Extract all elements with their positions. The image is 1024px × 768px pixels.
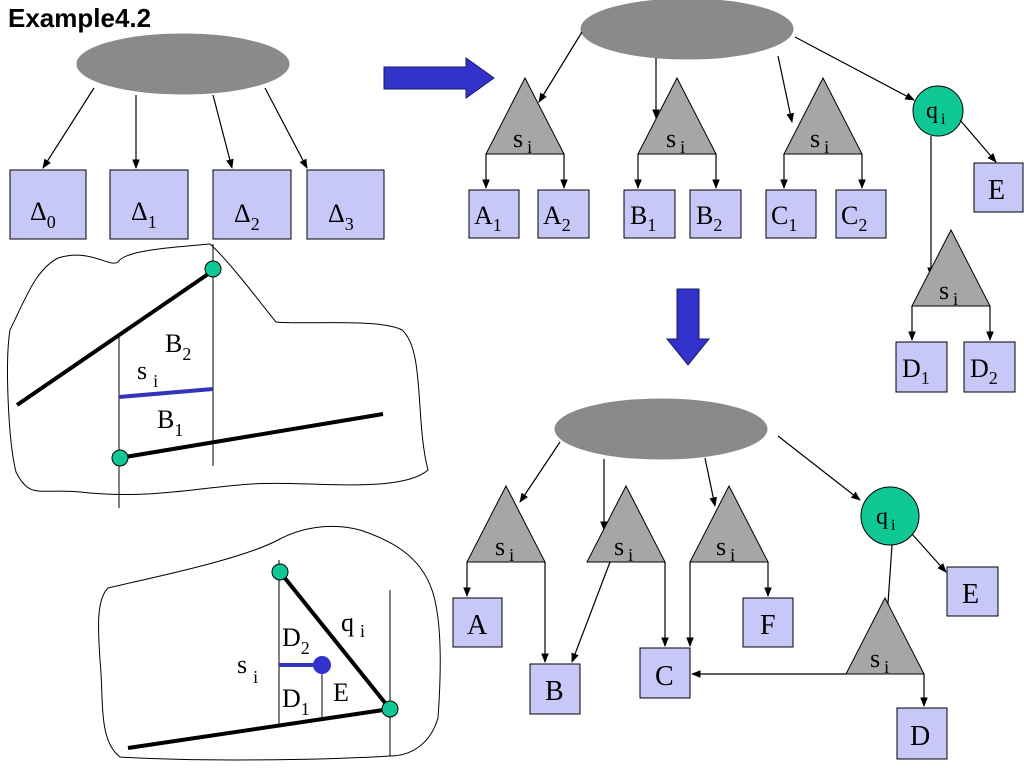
svg-text:F: F	[760, 610, 776, 641]
down-arrow-icon	[665, 288, 711, 366]
svg-text:qi: qi	[876, 504, 896, 534]
svg-text:si: si	[495, 532, 514, 565]
svg-text:D: D	[910, 721, 930, 752]
delta-1-box: Δ1	[109, 169, 189, 240]
root-oval-2	[580, 0, 794, 60]
endpoint-q-bottom	[381, 700, 399, 718]
delta-2-box: Δ2	[212, 169, 292, 240]
leaf-D: D	[896, 707, 948, 760]
svg-text:Δ1: Δ1	[131, 197, 157, 232]
svg-text:B1: B1	[630, 201, 656, 235]
svg-text:si: si	[716, 532, 735, 565]
leaf-D2: D2	[963, 341, 1016, 393]
svg-text:A: A	[467, 610, 488, 641]
svg-text:C1: C1	[771, 201, 797, 235]
svg-text:C2: C2	[841, 201, 867, 235]
leaf-A: A	[452, 597, 503, 648]
leaf-D1: D1	[895, 341, 948, 393]
bottom-segment	[127, 707, 391, 750]
leaf-A1: A1	[468, 189, 520, 239]
leaf-E-bottom: E	[946, 566, 999, 617]
endpoint-top	[204, 260, 222, 278]
delta-tree: Δ0 Δ1 Δ2 Δ3	[9, 33, 385, 240]
svg-text:D2: D2	[970, 354, 998, 388]
svg-text:A1: A1	[474, 201, 502, 235]
leaf-B2: B2	[689, 189, 742, 239]
leaf-B1: B1	[623, 189, 676, 239]
region-1-outline	[7, 243, 429, 496]
svg-text:B: B	[545, 676, 564, 707]
endpoint-bottom	[111, 449, 129, 467]
svg-text:E: E	[962, 579, 979, 610]
svg-text:si: si	[614, 532, 633, 565]
qi-segment	[278, 570, 392, 711]
leaf-E-top: E	[973, 162, 1024, 213]
leaf-C2: C2	[835, 189, 887, 239]
label-B1: B1	[157, 405, 183, 440]
label-D1: D1	[282, 684, 310, 719]
svg-text:Δ0: Δ0	[30, 197, 56, 232]
svg-text:A2: A2	[543, 201, 571, 235]
leaf-F: F	[742, 597, 794, 648]
svg-text:si: si	[513, 124, 532, 157]
right-arrow-icon	[383, 57, 495, 99]
label-D2: D2	[282, 623, 310, 658]
svg-text:C: C	[655, 661, 674, 692]
endpoint-q-top	[271, 563, 289, 581]
svg-text:qi: qi	[926, 98, 946, 128]
svg-text:B2: B2	[696, 201, 722, 235]
svg-text:E: E	[988, 175, 1005, 206]
query-point	[313, 656, 331, 674]
upper-segment	[15, 268, 216, 407]
svg-text:Δ2: Δ2	[234, 199, 260, 234]
page-title: Example4.2	[8, 3, 151, 33]
svg-text:Δ3: Δ3	[328, 199, 354, 234]
svg-text:D1: D1	[902, 354, 930, 388]
root-oval-3	[554, 398, 768, 460]
leaf-A2: A2	[537, 189, 590, 239]
root-oval	[76, 33, 290, 95]
delta-3-box: Δ3	[306, 169, 385, 240]
si-segment-1	[118, 387, 214, 399]
svg-text:si: si	[939, 276, 958, 309]
leaf-C: C	[639, 647, 691, 699]
svg-text:si: si	[666, 124, 685, 157]
leaf-C1: C1	[765, 189, 817, 239]
svg-text:si: si	[870, 644, 889, 677]
label-E: E	[333, 678, 349, 707]
region-2-outline	[98, 525, 441, 761]
svg-text:si: si	[810, 124, 829, 157]
lower-segment	[118, 412, 384, 460]
label-B2: B2	[165, 329, 191, 364]
leaf-B: B	[529, 663, 581, 715]
delta-0-box: Δ0	[9, 169, 87, 240]
